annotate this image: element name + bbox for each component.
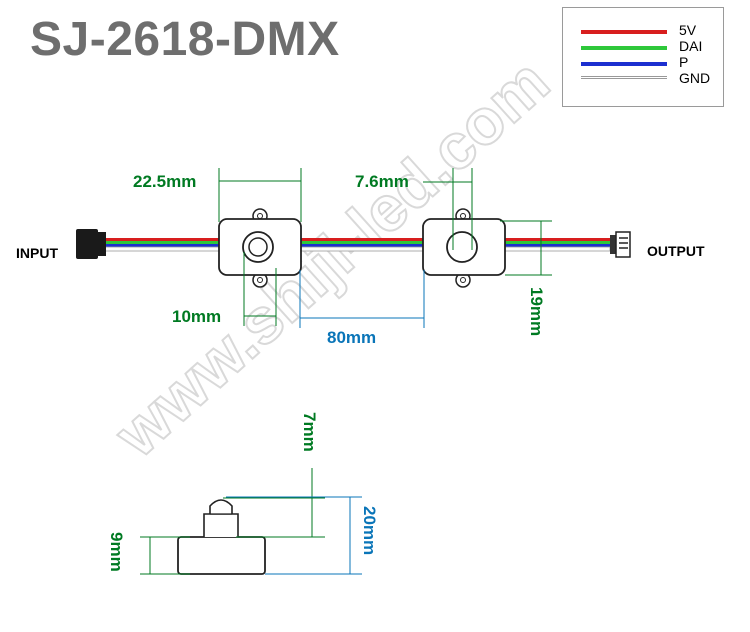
legend-line-gnd [581, 76, 667, 79]
dim-hole-label: 10mm [172, 307, 221, 326]
output-label: OUTPUT [647, 243, 705, 259]
dim-width-lines [218, 168, 302, 222]
led-module-1 [218, 208, 302, 288]
dim-total-height-label: 20mm [360, 506, 379, 555]
dim-lens-lines [423, 168, 473, 250]
legend-line-dai [581, 46, 667, 50]
legend-label-p: P [679, 54, 689, 70]
dim-height-label: 19mm [527, 287, 546, 336]
legend-label-dai: DAI [679, 38, 703, 54]
dim-hole-lines [243, 252, 277, 326]
dim-width-label: 22.5mm [133, 172, 196, 191]
dim-total-height-lines [226, 496, 362, 575]
wire-bundle-output [503, 238, 611, 252]
wire-bundle-input [104, 238, 221, 252]
input-label: INPUT [16, 245, 58, 261]
dim-lens-height-lines [223, 468, 325, 538]
legend-label-5v: 5V [679, 22, 697, 38]
legend-line-p [581, 62, 667, 66]
legend-label-gnd: GND [679, 70, 711, 86]
dim-height-lines [500, 220, 552, 276]
wire-color-legend: 5V DAI P GND [562, 7, 724, 107]
side-view-module [177, 499, 266, 575]
wire-bundle-middle [299, 238, 425, 252]
dim-body-height-lines [140, 536, 190, 575]
output-connector [610, 231, 631, 258]
dim-body-height-label: 9mm [107, 532, 126, 572]
input-connector [76, 229, 106, 259]
dim-spacing-lines [299, 270, 425, 328]
dim-lens-label: 7.6mm [355, 172, 409, 191]
legend-line-5v [581, 30, 667, 34]
dim-spacing-label: 80mm [327, 328, 376, 347]
led-module-2 [422, 208, 506, 288]
dim-lens-height-label: 7mm [300, 412, 319, 452]
diagram-title: SJ-2618-DMX [30, 13, 340, 66]
